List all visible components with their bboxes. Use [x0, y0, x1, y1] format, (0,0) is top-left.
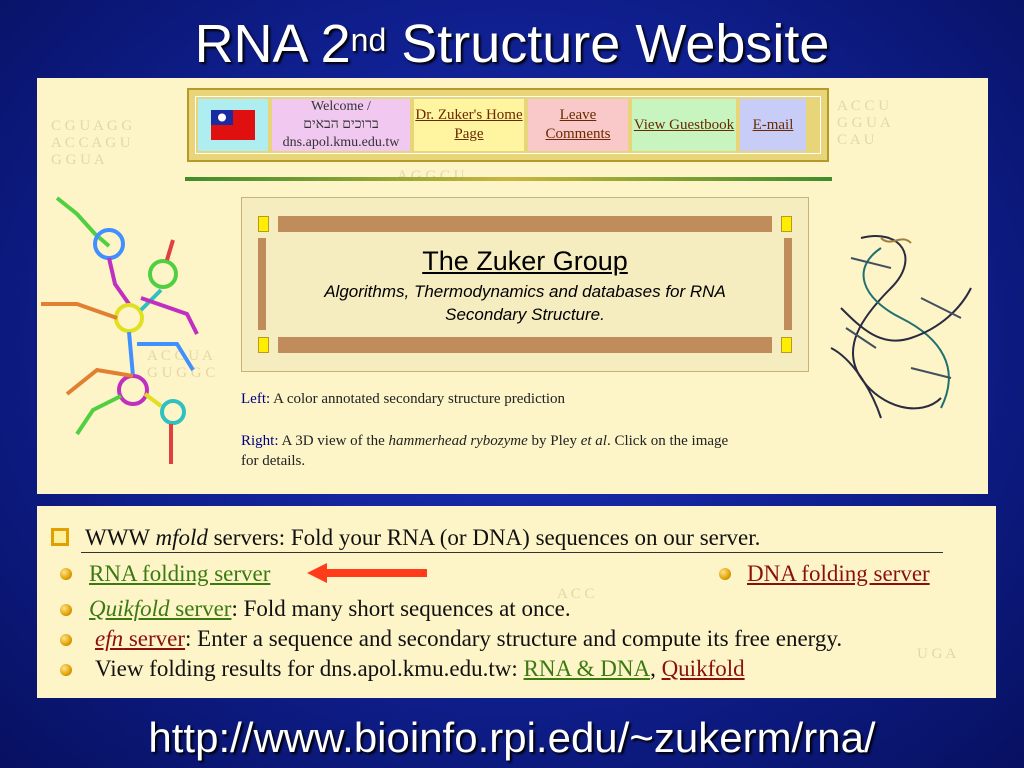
rna-3d-hammerhead-image[interactable]: [821, 228, 981, 428]
efn-server-link[interactable]: efn server: [95, 626, 186, 651]
banner-side: [784, 238, 792, 330]
bg-sequence-letters: A C C: [557, 586, 595, 602]
banner-title: The Zuker Group: [422, 246, 628, 276]
rna-server-row: RNA folding server: [89, 560, 270, 588]
bullet-icon: [719, 568, 731, 580]
banner-corner: [781, 337, 792, 353]
dna-folding-server-link[interactable]: DNA folding server: [747, 561, 930, 586]
welcome-text: Welcome /: [311, 99, 371, 114]
nav-view-guestbook[interactable]: View Guestbook: [632, 99, 736, 151]
quikfold-row: Quikfold server: Fold many short sequenc…: [89, 596, 571, 621]
nav-bar: Welcome / ברוכים הבאים dns.apol.kmu.edu.tw…: [187, 88, 829, 162]
email-link[interactable]: E-mail: [752, 116, 794, 133]
slide-title: RNA 2nd Structure Website: [194, 14, 830, 74]
quikfold-server-link[interactable]: Quikfold server: [89, 596, 232, 621]
website-screenshot-bottom: A C C U G A WWW mfold servers: Fold your…: [37, 506, 996, 698]
zuker-group-banner: The Zuker Group Algorithms, Thermodynami…: [241, 197, 809, 372]
bullet-icon: [60, 568, 72, 580]
dna-server-row: DNA folding server: [747, 560, 930, 588]
banner-bar: [278, 216, 772, 232]
banner-bar: [278, 337, 772, 353]
zuker-home-link[interactable]: Dr. Zuker's Home Page: [415, 107, 523, 142]
banner-corner: [258, 337, 269, 353]
nav-zuker-home[interactable]: Dr. Zuker's Home Page: [414, 99, 524, 151]
welcome-box: Welcome / ברוכים הבאים dns.apol.kmu.edu.tw: [272, 99, 410, 151]
banner-corner: [258, 216, 269, 232]
square-bullet-icon: [51, 528, 69, 546]
bullet-icon: [60, 604, 72, 616]
guestbook-link[interactable]: View Guestbook: [633, 116, 735, 133]
rna-folding-server-link[interactable]: RNA folding server: [89, 561, 271, 586]
heading-underline: [81, 552, 943, 553]
rna-dna-results-link[interactable]: RNA & DNA: [523, 656, 651, 681]
divider: [185, 177, 832, 181]
welcome-hebrew: ברוכים הבאים: [303, 117, 379, 132]
banner-subtitle: Algorithms, Thermodynamics and databases…: [324, 282, 726, 324]
quikfold-results-link[interactable]: Quikfold: [661, 656, 745, 681]
bg-sequence-letters: U G A: [917, 646, 957, 662]
bullet-icon: [60, 634, 72, 646]
taiwan-flag-icon: [198, 99, 268, 151]
leave-comments-link[interactable]: Leave Comments: [545, 107, 611, 142]
red-arrow-icon: [307, 563, 427, 583]
banner-side: [258, 238, 266, 330]
nav-email[interactable]: E-mail: [740, 99, 806, 151]
mfold-heading: WWW mfold servers: Fold your RNA (or DNA…: [85, 525, 761, 550]
website-url: http://www.bioinfo.rpi.edu/~zukerm/rna/: [148, 714, 876, 761]
banner-corner: [781, 216, 792, 232]
view-results-row: View folding results for dns.apol.kmu.ed…: [95, 656, 745, 681]
bullet-icon: [60, 664, 72, 676]
left-caption: Left: A color annotated secondary struct…: [241, 391, 566, 407]
efn-row: efn server: Enter a sequence and seconda…: [95, 626, 843, 651]
right-caption: Right: A 3D view of the hammerhead ryboz…: [241, 433, 729, 469]
nav-leave-comments[interactable]: Leave Comments: [528, 99, 628, 151]
rna-2d-structure-image[interactable]: [37, 194, 233, 470]
host-text: dns.apol.kmu.edu.tw: [282, 135, 400, 150]
